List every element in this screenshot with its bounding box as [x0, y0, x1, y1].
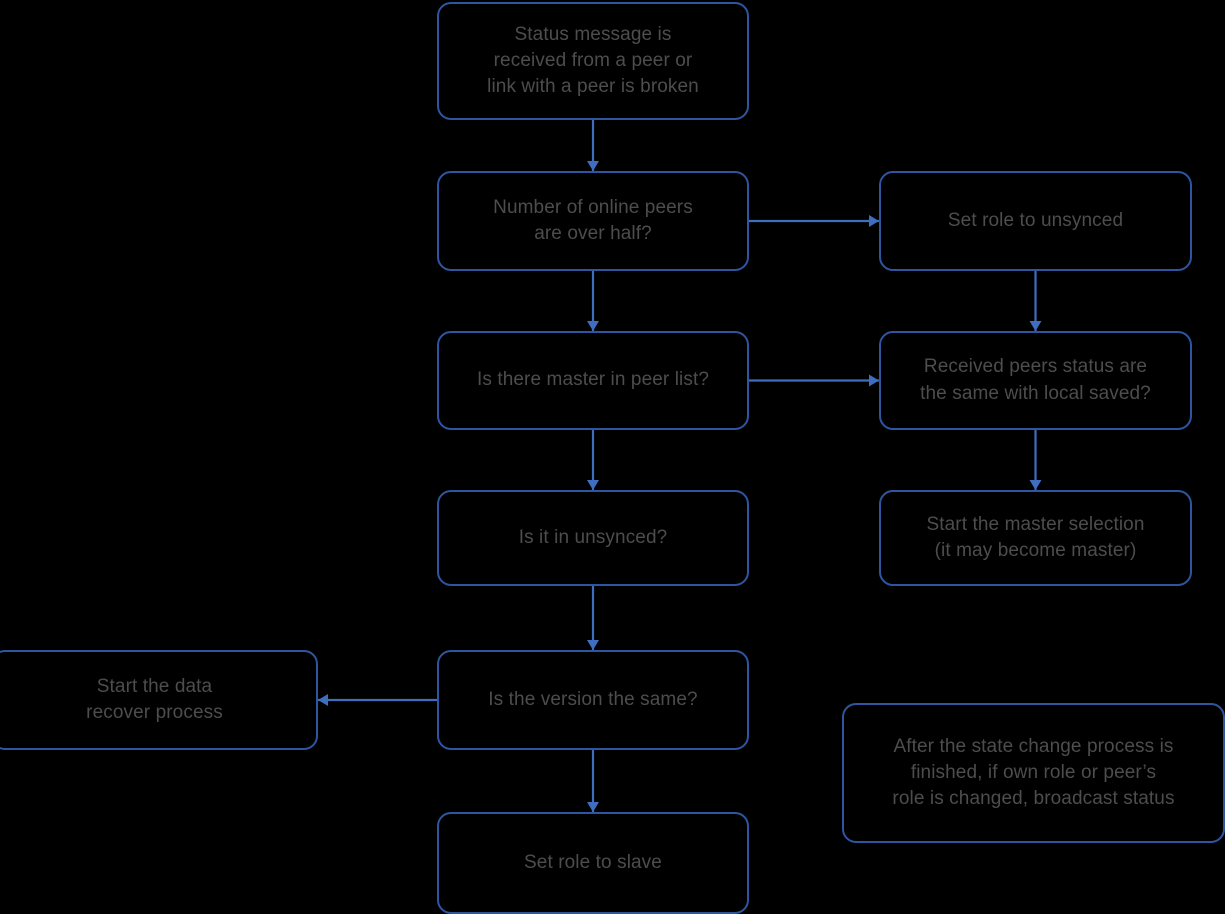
flow-node-start-master-selection[interactable]: Start the master selection (it may becom… — [879, 490, 1192, 586]
flow-node-label: Is the version the same? — [488, 688, 698, 710]
flow-edge-edge-version-to-data-recover — [318, 694, 437, 706]
flow-edge-edge-in-unsynced-to-version — [587, 586, 599, 650]
flow-node-label: Number of online peers are over half? — [493, 196, 693, 244]
flow-node-label: Set role to unsynced — [947, 209, 1124, 231]
flow-edge-edge-online-peers-to-unsynced — [749, 215, 879, 227]
flow-node-label: Is there master in peer list? — [476, 369, 710, 391]
flow-node-set-role-to-unsynced[interactable]: Set role to unsynced — [879, 171, 1192, 271]
flow-node-label: Set role to slave — [524, 851, 662, 873]
flow-node-is-the-version-the-same[interactable]: Is the version the same? — [437, 650, 749, 750]
flow-edge-edge-online-peers-to-master-list — [587, 271, 599, 331]
flow-node-online-peers-over-half[interactable]: Number of online peers are over half? — [437, 171, 749, 271]
flow-edge-edge-master-list-to-received-status — [749, 374, 879, 387]
flow-edge-edge-status-to-online-peers — [587, 120, 599, 171]
flow-node-label: Status message is received from a peer o… — [487, 23, 699, 98]
flow-node-is-it-in-unsynced[interactable]: Is it in unsynced? — [437, 490, 749, 586]
flow-node-label: Received peers status are the same with … — [920, 356, 1151, 404]
flow-node-is-there-master-in-peer-list[interactable]: Is there master in peer list? — [437, 331, 749, 430]
flow-node-label: Is it in unsynced? — [518, 526, 668, 548]
flow-node-set-role-to-slave[interactable]: Set role to slave — [437, 812, 749, 914]
flow-edge-edge-master-list-to-in-unsynced — [587, 430, 599, 490]
flow-node-broadcast-status-note[interactable]: After the state change process is finish… — [842, 703, 1225, 843]
flow-edge-edge-unsynced-to-received-status — [1029, 271, 1042, 331]
flow-node-label: After the state change process is finish… — [892, 735, 1175, 810]
flow-edge-edge-received-status-to-master-selection — [1029, 430, 1042, 490]
flow-node-received-peers-status-same[interactable]: Received peers status are the same with … — [879, 331, 1192, 430]
flow-node-label: Start the data recover process — [86, 675, 223, 723]
flow-node-status-message-received[interactable]: Status message is received from a peer o… — [437, 2, 749, 120]
flow-node-start-data-recover-process[interactable]: Start the data recover process — [0, 650, 318, 750]
flow-node-label: Start the master selection (it may becom… — [926, 513, 1145, 561]
flow-edge-edge-version-to-set-slave — [587, 750, 599, 812]
